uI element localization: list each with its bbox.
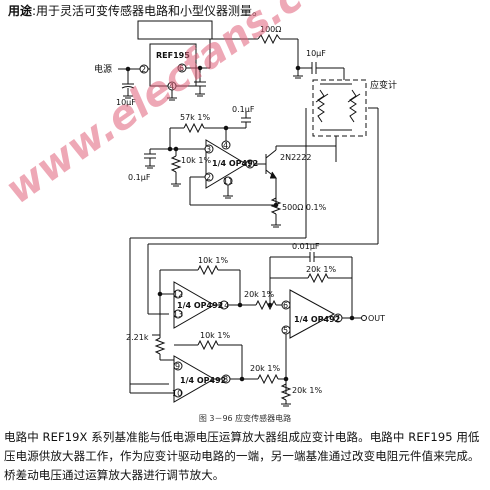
ref195-label: REF195 [156,51,190,60]
u2-pin-14: 14 [219,301,229,310]
c-01-label: 0.1μF [232,105,255,114]
u1-pin-11: 11 [223,177,233,186]
u3-opamp [173,355,216,403]
u1-pin-3: 3 [206,145,211,154]
ref-pin-2: 2 [141,65,146,74]
u2-label: 1/4 OP492 [177,301,223,310]
r-top-label: 100Ω [260,25,281,34]
out-label: OUT [368,314,385,323]
r-20k-b-label: 20k 1% [250,364,280,373]
u4-label: 1/4 OP492 [294,315,340,324]
r-500-label: 500Ω 0.1% [282,203,327,212]
u4-opamp [289,289,336,339]
ref-pin-6: 6 [179,64,184,73]
u1-opamp [205,139,247,189]
usage-text: :用于灵活可变传感器电路和小型仪器测量。 [32,4,265,18]
u2-pin-12: 12 [173,290,183,299]
u3-pin-10: 10 [172,389,182,398]
u1-pin-2: 2 [206,173,211,182]
r-20k-a-label: 20k 1% [244,290,274,299]
u3-pin-8: 8 [223,375,228,384]
usage-label: 用途 [8,4,33,18]
u1-pin-4: 4 [223,141,228,150]
u4-pin-6: 6 [283,301,288,310]
transistor-label: 2N2222 [280,153,311,162]
r-57k-label: 57k 1% [180,113,210,122]
u1-label: 1/4 OP492 [212,159,258,168]
figure-caption: 图 3－96 应变传感器电路 [198,414,292,423]
u2-pin-13: 13 [173,310,183,319]
usage-line: 用途:用于灵活可变传感器电路和小型仪器测量。 [8,2,264,19]
strain-gauge-circuit-diagram: REF195 2 6 4 电源 10μF 100Ω 10μF 应变计 57k 1… [0,0,397,407]
r-20k-fb-label: 20k 1% [306,265,336,274]
c-supply-label: 10μF [116,98,136,107]
r-10k-top-label: 10k 1% [198,256,228,265]
u2-opamp [173,281,216,329]
ref195-ic [149,43,197,87]
c-01-left-label: 0.1μF [128,173,151,182]
r-10k-mid-label: 10k 1% [200,331,230,340]
u3-pin-9: 9 [175,362,180,371]
ref-pin-4: 4 [169,82,174,91]
u3-label: 1/4 OP492 [180,376,226,385]
u4-pin-7: 7 [335,314,340,323]
c-top-label: 10μF [306,49,326,58]
supply-label: 电源 [94,63,112,75]
u1-pin-1: 1 [247,160,252,169]
r-10k-left-label: 10k 1% [181,156,211,165]
description-text: 电路中 REF19X 系列基准能与低电源电压运算放大器组成应变计电路。电路中 R… [4,430,480,482]
strain-gauge-label: 应变计 [370,79,397,91]
c-001-label: 0.01μF [292,242,320,251]
r-20k-gnd-label: 20k 1% [292,386,322,395]
watermark: www.elecfans.com [0,0,368,213]
r-221-label: 2.21k [126,333,149,342]
u4-pin-5: 5 [283,326,288,335]
